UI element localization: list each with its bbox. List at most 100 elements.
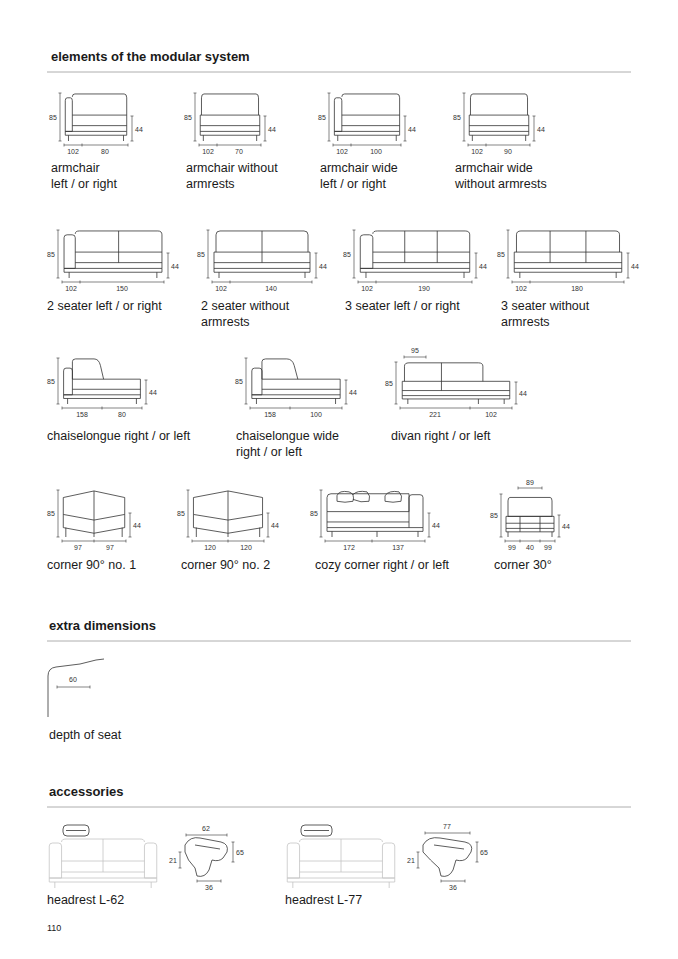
dimension-label: 89: [526, 479, 534, 486]
dimension-label: 70: [235, 148, 243, 155]
dimension-label: 140: [265, 285, 277, 292]
caption: depth of seat: [49, 728, 199, 744]
dimension-label: 44: [631, 263, 639, 270]
dimension-label: 44: [562, 523, 570, 530]
caption: cozy corner right / or left: [315, 558, 490, 574]
cushion-seam: [118, 231, 119, 263]
dimension-line: [57, 490, 132, 543]
dimension-label: 102: [67, 148, 79, 155]
dimension-label: 85: [310, 510, 318, 517]
sofa-drawing: [360, 231, 469, 278]
dimension-label: 90: [504, 148, 512, 155]
caption: divan right / or left: [391, 429, 541, 445]
dimension-label: 85: [453, 114, 461, 121]
dimension-label: 44: [133, 522, 141, 529]
cozy-corner-drawing: [327, 491, 423, 537]
headrest-drawings: [49, 825, 472, 888]
dimension-label: 40: [526, 544, 534, 551]
dimension-label: 120: [240, 544, 252, 551]
dimension-label: 85: [47, 251, 55, 258]
section-rule: [47, 807, 631, 808]
caption: chaiselongue right / or left: [47, 429, 227, 445]
dimension-line: [507, 230, 630, 284]
dimension-line: [207, 230, 318, 284]
dimension-label: 100: [310, 411, 322, 418]
dimension-label: 102: [515, 285, 527, 292]
dimension-label: 85: [47, 510, 55, 517]
dimension-label: 44: [319, 263, 327, 270]
headrest-symbol: [301, 825, 332, 836]
dimension-line: [57, 686, 90, 689]
dimension-line: [320, 490, 431, 543]
dimension-lines: [57, 93, 630, 883]
caption: 3 seater without armrests: [501, 299, 601, 330]
dimension-label: 85: [385, 380, 393, 387]
caption: armchair wide without armrests: [455, 161, 548, 192]
dimension-label: 65: [236, 849, 244, 856]
corner-drawing: [193, 491, 262, 537]
caption: headrest L-62: [47, 893, 247, 909]
section-rules: [47, 72, 631, 807]
dimension-line: [245, 358, 348, 410]
dimension-label: 99: [508, 544, 516, 551]
dimension-label: 44: [271, 522, 279, 529]
sofa-drawing: [64, 231, 162, 278]
dimension-label: 21: [407, 857, 415, 864]
dimension-label: 120: [204, 544, 216, 551]
dimension-line: [57, 230, 170, 284]
section-rule: [47, 641, 631, 642]
sofa-drawing: [214, 231, 310, 278]
caption: chaiselongue wide right / or left: [236, 429, 346, 460]
cushion-seam: [262, 231, 263, 263]
headrest-detail: [185, 838, 227, 877]
section-rule: [47, 72, 631, 73]
caption: 3 seater left / or right: [345, 299, 495, 315]
dimension-label: 102: [485, 411, 497, 418]
dimension-label: 77: [443, 823, 451, 830]
seat-profile: [48, 659, 104, 717]
caption: 2 seater without armrests: [201, 299, 301, 330]
dimension-label: 65: [480, 849, 488, 856]
sofa-outline: [287, 839, 395, 888]
dimension-label: 44: [349, 389, 357, 396]
divan-drawing: [402, 363, 510, 404]
dimension-label: 36: [205, 884, 213, 891]
dimension-label: 44: [171, 263, 179, 270]
sofa-outline: [49, 839, 157, 888]
dimension-line: [59, 93, 134, 147]
dimension-label: 85: [343, 251, 351, 258]
chaise-drawing: [252, 359, 340, 404]
dimension-label: 44: [135, 126, 143, 133]
armchair-drawing: [334, 94, 399, 141]
dimension-label: 150: [116, 285, 128, 292]
caption: headrest L-77: [285, 893, 485, 909]
caption: armchair left / or right: [51, 161, 119, 192]
dimension-label: 44: [537, 126, 545, 133]
dimension-label: 221: [429, 411, 441, 418]
dimension-label: 99: [544, 544, 552, 551]
dimension-label: 60: [69, 676, 77, 683]
furniture-drawings: [48, 94, 622, 717]
caption: corner 90° no. 2: [181, 558, 311, 574]
dimension-label: 62: [202, 825, 210, 832]
caption: armchair without armrests: [186, 161, 279, 192]
dimension-label: 44: [519, 390, 527, 397]
dimension-label: 21: [169, 857, 177, 864]
dimension-label: 85: [197, 251, 205, 258]
caption: 2 seater left / or right: [47, 299, 187, 315]
caption: corner 90° no. 1: [47, 558, 177, 574]
dimension-label: 95: [411, 347, 419, 354]
dimension-label: 102: [361, 285, 373, 292]
dimension-line: [194, 93, 267, 147]
dimension-line: [500, 487, 561, 543]
armchair-drawing: [65, 94, 126, 141]
dimension-label: 44: [149, 389, 157, 396]
dimension-label: 102: [471, 148, 483, 155]
caption: corner 30°: [494, 558, 594, 574]
dimension-line: [395, 356, 518, 410]
dimension-label: 44: [432, 522, 440, 529]
armchair-drawing: [469, 94, 529, 141]
